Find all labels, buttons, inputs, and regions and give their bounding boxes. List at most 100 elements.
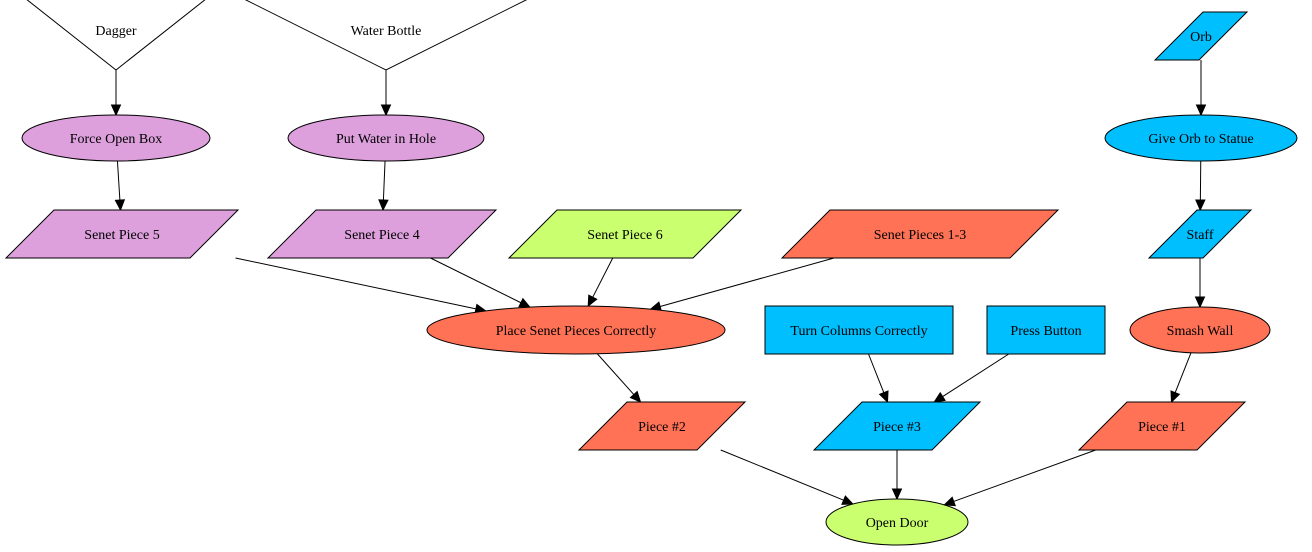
node-dagger[interactable]: Dagger bbox=[21, 0, 211, 71]
edge-line bbox=[116, 160, 121, 201]
node-put-water[interactable]: Put Water in Hole bbox=[287, 114, 485, 162]
parallelogram-shape bbox=[812, 401, 982, 451]
ellipse-shape bbox=[21, 114, 211, 162]
node-label: Staff bbox=[1187, 228, 1214, 243]
node-label: Force Open Box bbox=[70, 132, 163, 147]
node-label: Turn Columns Correctly bbox=[790, 324, 927, 339]
edge-line bbox=[592, 257, 614, 298]
node-press-button[interactable]: Press Button bbox=[986, 305, 1106, 355]
box-shape bbox=[764, 305, 954, 355]
arrowhead-icon bbox=[629, 390, 642, 403]
box-shape bbox=[986, 305, 1106, 355]
edge-senet4-to-place_senet bbox=[430, 257, 531, 308]
arrowhead-icon bbox=[587, 294, 598, 308]
edge-smash_wall-to-piece1 bbox=[1170, 352, 1192, 404]
node-piece1[interactable]: Piece #1 bbox=[1077, 401, 1247, 451]
node-label: Piece #1 bbox=[1138, 420, 1186, 435]
node-label: Orb bbox=[1190, 30, 1212, 45]
node-label: Piece #2 bbox=[638, 420, 686, 435]
arrowhead-icon bbox=[380, 104, 392, 117]
node-force-open-box[interactable]: Force Open Box bbox=[21, 114, 211, 162]
edge-put_water-to-senet4 bbox=[378, 160, 389, 212]
edge-piece2-to-open_door bbox=[720, 449, 855, 505]
invtriangle-shape bbox=[26, 0, 206, 71]
edge-piece1-to-open_door bbox=[943, 449, 1096, 507]
node-staff[interactable]: Staff bbox=[1147, 209, 1253, 259]
arrowhead-icon bbox=[891, 488, 903, 501]
parallelogram-shape bbox=[780, 209, 1060, 259]
parallelogram-shape bbox=[1147, 209, 1253, 259]
invtriangle-shape bbox=[244, 0, 528, 71]
edge-force_open_box-to-senet5 bbox=[114, 160, 126, 212]
node-turn-columns[interactable]: Turn Columns Correctly bbox=[764, 305, 954, 355]
arrowhead-icon bbox=[114, 199, 126, 212]
edge-piece3-to-open_door bbox=[891, 450, 903, 501]
node-give-orb[interactable]: Give Orb to Statue bbox=[1104, 114, 1298, 162]
node-orb[interactable]: Orb bbox=[1153, 11, 1249, 61]
node-label: Open Door bbox=[866, 516, 929, 531]
node-label: Senet Piece 5 bbox=[84, 228, 159, 243]
edge-line bbox=[868, 353, 885, 393]
node-label: Press Button bbox=[1010, 324, 1081, 339]
node-water-bottle[interactable]: Water Bottle bbox=[236, 0, 536, 71]
node-senet13[interactable]: Senet Pieces 1-3 bbox=[780, 209, 1060, 259]
edge-senet6-to-place_senet bbox=[587, 257, 614, 308]
edge-senet13-to-place_senet bbox=[649, 257, 835, 312]
node-senet5[interactable]: Senet Piece 5 bbox=[4, 209, 240, 259]
arrowhead-icon bbox=[878, 390, 889, 404]
node-label: Give Orb to Statue bbox=[1148, 132, 1253, 147]
node-senet4[interactable]: Senet Piece 4 bbox=[266, 209, 498, 259]
edge-line bbox=[953, 449, 1096, 502]
node-label: Senet Piece 4 bbox=[344, 228, 419, 243]
edge-dagger-to-force_open_box bbox=[110, 70, 122, 117]
edge-line bbox=[720, 449, 844, 501]
edge-line bbox=[430, 257, 522, 304]
arrowhead-icon bbox=[378, 199, 389, 212]
ellipse-shape bbox=[1104, 114, 1298, 162]
node-place-senet[interactable]: Place Senet Pieces Correctly bbox=[426, 305, 726, 355]
parallelogram-shape bbox=[4, 209, 240, 259]
node-label: Senet Pieces 1-3 bbox=[874, 228, 967, 243]
parallelogram-shape bbox=[577, 401, 747, 451]
node-senet6[interactable]: Senet Piece 6 bbox=[507, 209, 743, 259]
parallelogram-shape bbox=[1077, 401, 1247, 451]
edge-line bbox=[942, 353, 1010, 398]
arrowhead-icon bbox=[518, 297, 531, 308]
node-label: Smash Wall bbox=[1167, 324, 1234, 339]
node-label: Senet Piece 6 bbox=[587, 228, 662, 243]
ellipse-shape bbox=[426, 305, 726, 355]
edge-line bbox=[382, 160, 386, 201]
ellipse-shape bbox=[287, 114, 485, 162]
edge-water_bottle-to-put_water bbox=[380, 70, 392, 117]
node-piece2[interactable]: Piece #2 bbox=[577, 401, 747, 451]
edge-line bbox=[1174, 352, 1192, 393]
edges bbox=[110, 60, 1207, 507]
node-piece3[interactable]: Piece #3 bbox=[812, 401, 982, 451]
edge-place_senet-to-piece2 bbox=[596, 353, 642, 403]
ellipse-shape bbox=[1129, 306, 1271, 354]
edge-turn_columns-to-piece3 bbox=[868, 353, 889, 404]
arrowhead-icon bbox=[841, 495, 855, 505]
edge-line bbox=[596, 353, 635, 395]
node-smash-wall[interactable]: Smash Wall bbox=[1129, 306, 1271, 354]
edge-staff-to-smash_wall bbox=[1194, 258, 1206, 309]
arrowhead-icon bbox=[1195, 104, 1207, 117]
arrowhead-icon bbox=[943, 496, 956, 507]
arrowhead-icon bbox=[1194, 296, 1206, 309]
node-label: Piece #3 bbox=[873, 420, 921, 435]
edge-line bbox=[659, 257, 835, 308]
arrowhead-icon bbox=[1170, 390, 1181, 404]
edge-orb-to-give_orb bbox=[1195, 60, 1207, 117]
parallelogram-shape bbox=[507, 209, 743, 259]
edge-line bbox=[235, 257, 477, 310]
node-label: Put Water in Hole bbox=[336, 132, 436, 147]
node-label: Dagger bbox=[95, 24, 137, 39]
node-open-door[interactable]: Open Door bbox=[825, 498, 969, 546]
arrowhead-icon bbox=[1195, 199, 1206, 212]
parallelogram-shape bbox=[1153, 11, 1249, 61]
edge-give_orb-to-staff bbox=[1195, 160, 1206, 212]
arrowhead-icon bbox=[110, 104, 122, 117]
ellipse-shape bbox=[825, 498, 969, 546]
